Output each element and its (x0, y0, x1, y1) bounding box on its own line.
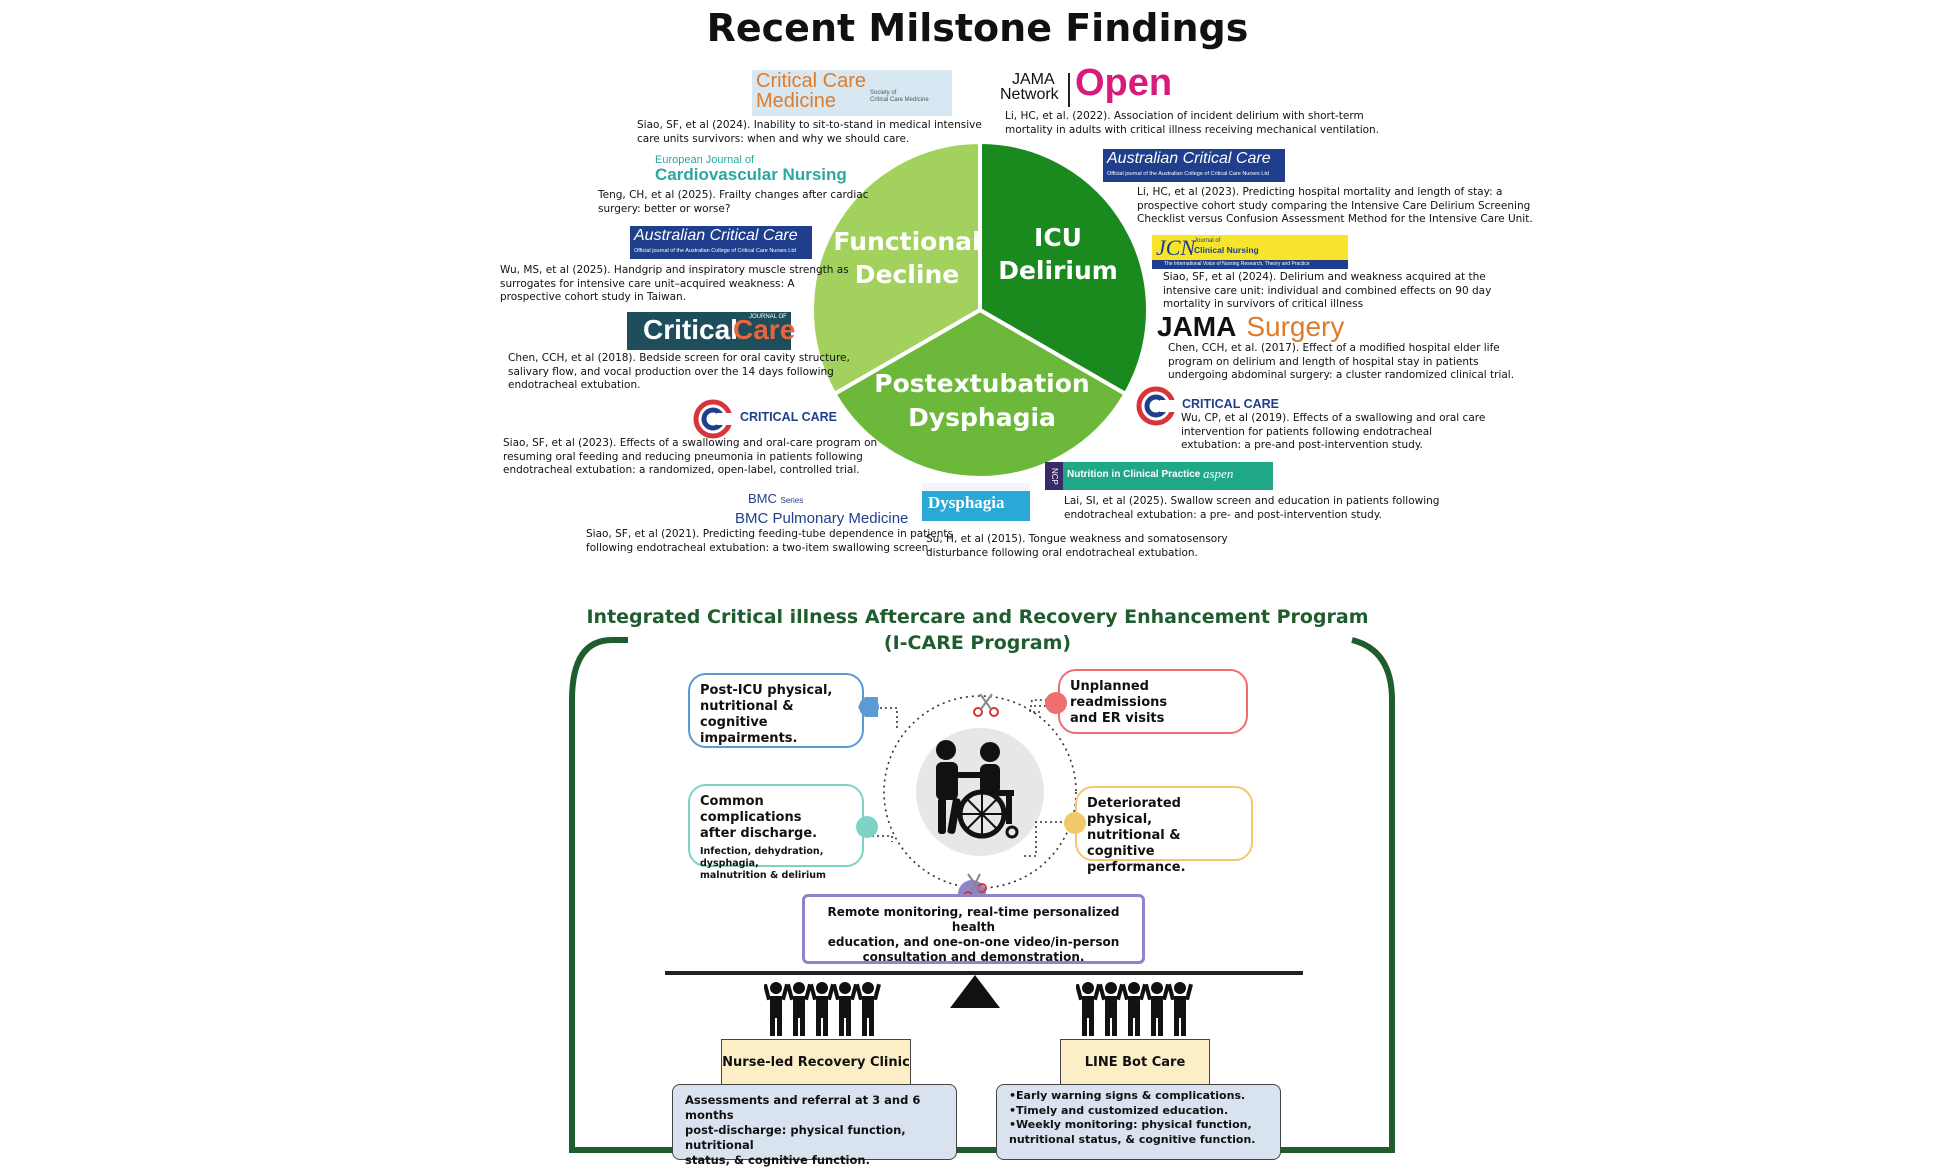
pie-label-functional-1: Functional (833, 227, 980, 256)
findings-pie: Functional Decline ICU Delirium Postextu… (810, 140, 1150, 480)
nurse-clinic-description: Assessments and referral at 3 and 6 mont… (672, 1084, 957, 1167)
people-group-icon-right (1076, 982, 1194, 1036)
critical-care-c-icon-right (1136, 386, 1176, 426)
pie-label-functional-2: Decline (855, 260, 959, 289)
people-group-icon-left (764, 982, 882, 1036)
pie-label-icu-2: Delirium (998, 256, 1118, 285)
ref-chen-2017: Chen, CCH, et al. (2017). Effect of a mo… (1168, 342, 1515, 381)
post-icu-impairments-box: Post-ICU physical,nutritional & cognitiv… (688, 673, 864, 748)
pie-segment-icu-delirium (978, 140, 1150, 397)
ccm-logo: Critical Care Medicine Society of Critic… (752, 70, 952, 116)
ncp-logo: NCP Nutrition in Clinical Practice aspen (1045, 462, 1273, 490)
critical-care-c-icon (693, 399, 733, 439)
jcn-logo: JCN Journal of Clinical Nursing The Inte… (1152, 235, 1348, 269)
ref-siao-2024-ccm: Siao, SF, et al (2024). Inability to sit… (637, 119, 982, 145)
ref-li-2023: Li, HC, et al (2023). Predicting hospita… (1137, 186, 1533, 225)
pie-label-dysphagia-1: Postextubation (874, 369, 1089, 398)
jama-network-logo: JAMA Network (1000, 71, 1059, 103)
line-bot-care-label: LINE Bot Care (1060, 1039, 1210, 1086)
critical-care-journal-logo: Critical Care JOURNAL OF (627, 312, 795, 350)
pie-segment-functional-decline (810, 140, 982, 397)
deteriorated-performance-box: Deteriorated physical,nutritional & cogn… (1075, 786, 1253, 875)
ref-teng-2025: Teng, CH, et al (2025). Frailty changes … (598, 189, 869, 215)
critical-care-logo-left: CRITICAL CARE (740, 410, 837, 424)
acc-logo-right: Australian Critical Care Official journa… (1103, 149, 1285, 182)
line-bot-care-description: •Early warning signs & complications.•Ti… (996, 1084, 1281, 1160)
scissors-icon-top (973, 693, 999, 717)
remote-monitoring-box: Remote monitoring, real-time personalize… (802, 894, 1145, 964)
acc-logo-left: Australian Critical Care Official journa… (630, 226, 812, 259)
pie-label-icu-1: ICU (1034, 223, 1082, 252)
ref-lai-2025: Lai, SI, et al (2025). Swallow screen an… (1064, 495, 1440, 521)
ref-wu-2019: Wu, CP, et al (2019). Effects of a swall… (1181, 412, 1486, 451)
pie-label-dysphagia-2: Dysphagia (908, 403, 1056, 432)
page-title: Recent Milstone Findings (706, 6, 1249, 50)
red-connector-dot (1045, 692, 1067, 714)
ref-siao-2021: Siao, SF, et al (2021). Predicting feedi… (586, 528, 953, 554)
ref-siao-2024-jcn: Siao, SF, et al (2024). Delirium and wea… (1163, 271, 1492, 310)
bmc-logo: BMC Series (748, 491, 804, 506)
dysphagia-logo: Dysphagia (922, 483, 1030, 521)
nurse-led-recovery-clinic-label: Nurse-led Recovery Clinic (721, 1039, 911, 1086)
bmc-pulmonary-logo: BMC Pulmonary Medicine (735, 510, 909, 527)
ref-siao-2023: Siao, SF, et al (2023). Effects of a swa… (503, 437, 878, 476)
ejcn-logo-line2: Cardiovascular Nursing (655, 165, 847, 184)
program-title: Integrated Critical illness Aftercare an… (586, 606, 1369, 654)
wheelchair-caregiver-icon (936, 740, 1019, 839)
pie-segment-postextubation-dysphagia (831, 307, 1129, 480)
ref-chen-2018: Chen, CCH, et al (2018). Bedside screen … (508, 352, 850, 391)
jama-divider (1068, 73, 1070, 107)
ref-li-2022: Li, HC, et al. (2022). Association of in… (1005, 110, 1380, 136)
ejcn-logo-line1: European Journal of (655, 154, 755, 166)
yellow-connector-dot (1064, 812, 1086, 834)
critical-care-logo-right: CRITICAL CARE (1182, 397, 1279, 411)
jama-open-logo: Open (1075, 62, 1173, 104)
ref-wu-2025: Wu, MS, et al (2025). Handgrip and inspi… (500, 264, 849, 303)
blue-connector-dot (858, 697, 879, 717)
ref-su-2015: Su, H, et al (2015). Tongue weakness and… (926, 533, 1228, 559)
teal-connector-dot (856, 816, 878, 838)
